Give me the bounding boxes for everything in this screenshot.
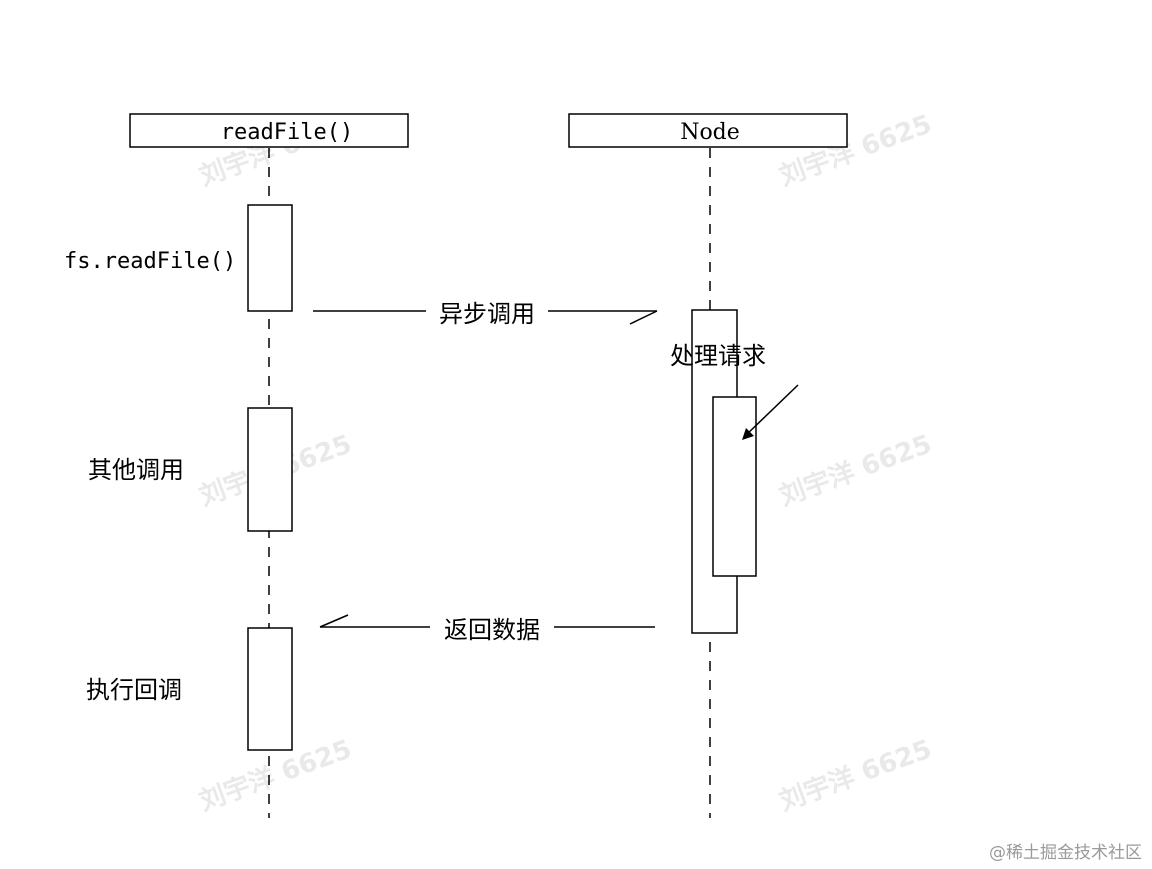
activation-fs-readfile: [247, 204, 293, 312]
activation-exec-callback: [247, 627, 293, 751]
participant-label-node: Node: [680, 120, 740, 145]
arrowhead-async-call: [629, 310, 658, 325]
footer-credit: @稀土掘金技术社区: [989, 843, 1142, 863]
message-label-async-call: 异步调用: [439, 300, 535, 328]
label-handle-request: 处理请求: [670, 342, 766, 370]
arrowhead-handle-request: [742, 428, 754, 440]
label-fs-readfile: fs.readFile(): [64, 249, 236, 274]
activation-other-calls: [247, 407, 293, 532]
participant-label-readfile: readFile(): [221, 120, 353, 145]
label-exec-callback: 执行回调: [86, 676, 182, 704]
activation-node-inner: [712, 396, 757, 577]
message-label-return-data: 返回数据: [444, 616, 540, 644]
participant-box-readfile: [129, 113, 409, 148]
arrow-handle-request: [743, 384, 799, 438]
label-other-calls: 其他调用: [88, 456, 184, 484]
participant-box-node: [568, 113, 848, 148]
arrowhead-return-data: [319, 614, 349, 628]
